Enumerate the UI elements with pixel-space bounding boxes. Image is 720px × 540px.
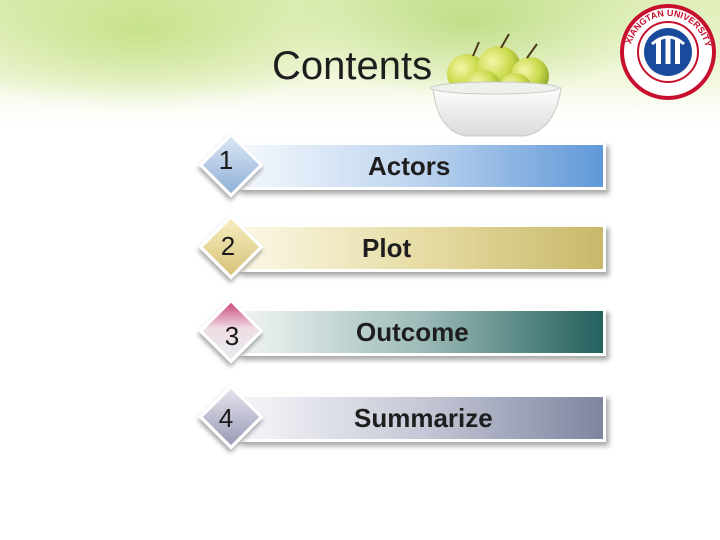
item-bar [238,308,606,356]
item-number-diamond: 4 [196,382,268,454]
item-number: 3 [224,320,240,351]
item-number-diamond: 1 [196,130,268,202]
item-number: 4 [218,402,234,433]
item-number-diamond: 3 [196,296,268,368]
slide-title: Contents [272,44,433,88]
item-label: Summarize [354,403,493,433]
university-seal-icon: XIANGTAN UNIVERSITY [620,4,716,100]
item-number: 1 [218,144,234,175]
item-bar [238,224,606,272]
contents-item-1[interactable]: 1 Actors [196,132,616,202]
background-haze [0,85,720,145]
contents-item-2[interactable]: 2 Plot [196,214,616,284]
contents-item-4[interactable]: 4 Summarize [196,384,616,454]
item-bar [238,142,606,190]
item-label: Outcome [356,317,469,347]
contents-item-3[interactable]: 3 Outcome [196,298,616,368]
item-number: 2 [220,230,236,261]
item-label: Plot [362,233,412,263]
item-label: Actors [368,151,451,181]
apple-bowl-icon [430,33,562,137]
item-bar [238,394,606,442]
item-number-diamond: 2 [196,212,268,284]
